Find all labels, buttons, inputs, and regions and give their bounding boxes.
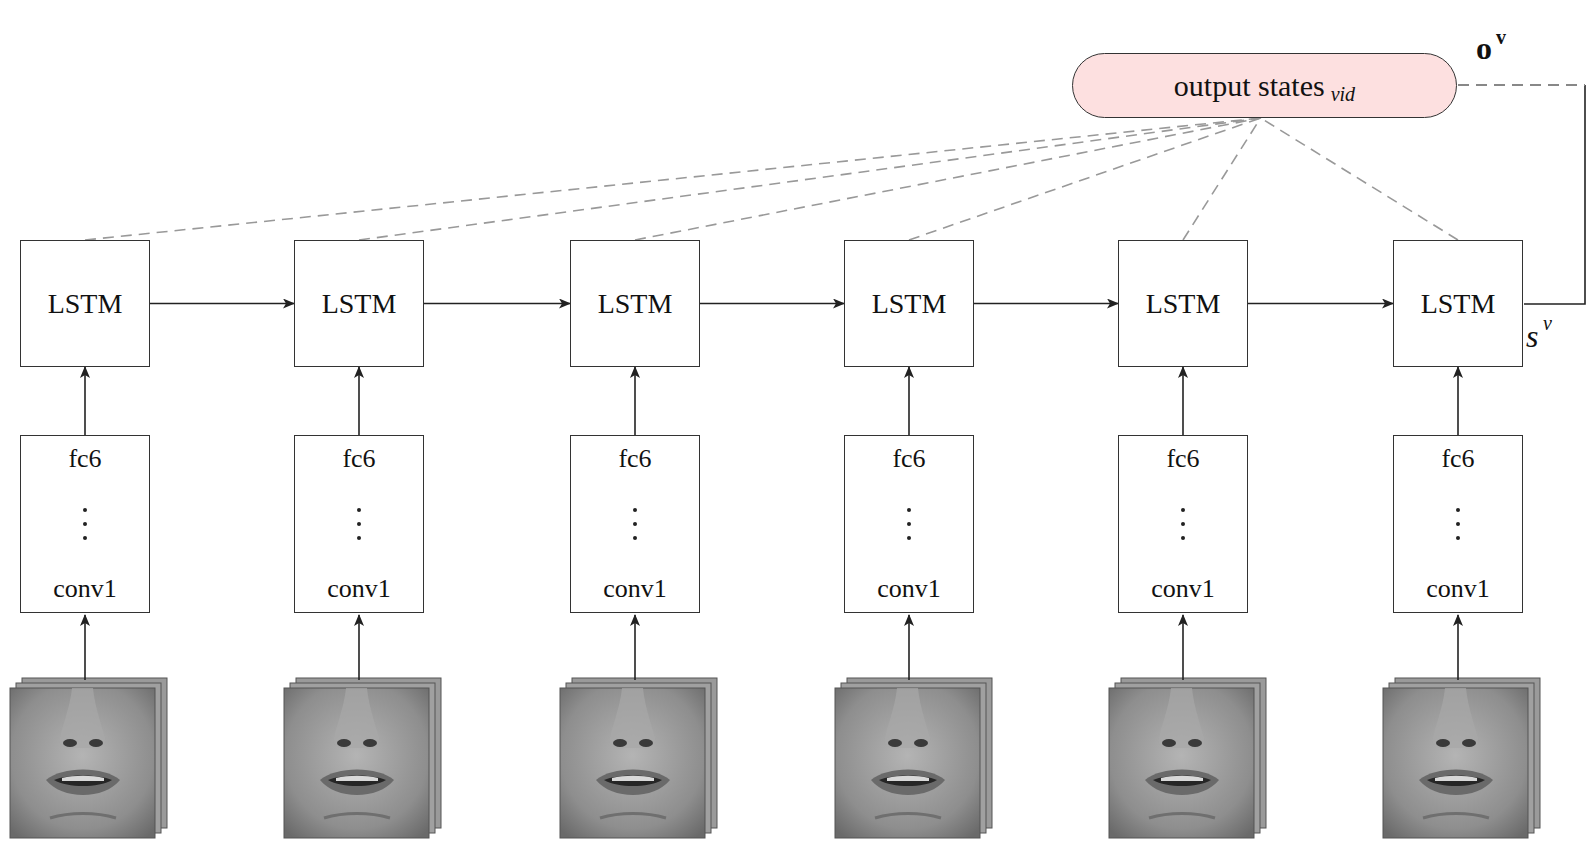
flow-arrow bbox=[974, 303, 1118, 305]
lip-frame bbox=[10, 678, 167, 838]
layer-name: conv1 bbox=[53, 574, 117, 604]
lstm-cell: LSTM bbox=[1118, 240, 1248, 367]
lstm-cell: LSTM bbox=[294, 240, 424, 367]
lip-frame bbox=[284, 678, 441, 838]
lip-frame bbox=[835, 678, 992, 838]
layer-name: conv1 bbox=[327, 574, 391, 604]
signal-name: o bbox=[1476, 30, 1492, 67]
superscript: v bbox=[1543, 312, 1552, 335]
dot bbox=[1456, 536, 1460, 540]
dot bbox=[633, 536, 637, 540]
ellipsis-dots bbox=[633, 508, 637, 540]
flow-arrow bbox=[84, 367, 86, 435]
ellipsis-dots bbox=[357, 508, 361, 540]
flow-arrow bbox=[1182, 367, 1184, 435]
layer-name: conv1 bbox=[1426, 574, 1490, 604]
output-states-box: output states vid bbox=[1072, 53, 1457, 118]
node-label: output states bbox=[1174, 69, 1325, 103]
lstm-cell: LSTM bbox=[20, 240, 150, 367]
flow-arrow bbox=[1457, 367, 1459, 435]
cnn-box: fc6 conv1 bbox=[20, 435, 150, 613]
cnn-box: fc6 conv1 bbox=[844, 435, 974, 613]
lip-frame bbox=[1109, 678, 1266, 838]
flow-arrow bbox=[358, 367, 360, 435]
lip-frame bbox=[560, 678, 717, 838]
dot bbox=[633, 522, 637, 526]
attention-link bbox=[85, 118, 1261, 240]
dot bbox=[633, 508, 637, 512]
ellipsis-dots bbox=[83, 508, 87, 540]
node-label: LSTM bbox=[48, 288, 123, 320]
superscript: v bbox=[1496, 26, 1506, 49]
node-label: LSTM bbox=[872, 288, 947, 320]
attention-link bbox=[909, 118, 1261, 240]
state-line bbox=[1524, 85, 1585, 304]
dot bbox=[1456, 522, 1460, 526]
layer-name: fc6 bbox=[892, 444, 925, 474]
dot bbox=[1456, 508, 1460, 512]
flow-arrow bbox=[908, 367, 910, 435]
dot bbox=[907, 522, 911, 526]
dot bbox=[357, 508, 361, 512]
attention-link bbox=[635, 118, 1261, 240]
dot bbox=[1181, 508, 1185, 512]
subscript: vid bbox=[1331, 83, 1355, 106]
dot bbox=[907, 536, 911, 540]
node-label: LSTM bbox=[1421, 288, 1496, 320]
dot bbox=[83, 508, 87, 512]
layer-name: conv1 bbox=[1151, 574, 1215, 604]
lstm-cell: LSTM bbox=[1393, 240, 1523, 367]
dot bbox=[357, 536, 361, 540]
node-label: LSTM bbox=[322, 288, 397, 320]
lstm-cell: LSTM bbox=[570, 240, 700, 367]
dot bbox=[1181, 522, 1185, 526]
layer-name: fc6 bbox=[618, 444, 651, 474]
output-line bbox=[1458, 84, 1585, 86]
flow-arrow bbox=[700, 303, 844, 305]
layer-name: fc6 bbox=[1166, 444, 1199, 474]
cnn-box: fc6 conv1 bbox=[570, 435, 700, 613]
dot bbox=[357, 522, 361, 526]
dot bbox=[907, 508, 911, 512]
layer-name: conv1 bbox=[877, 574, 941, 604]
layer-name: conv1 bbox=[603, 574, 667, 604]
flow-arrow bbox=[150, 303, 294, 305]
ellipsis-dots bbox=[1181, 508, 1185, 540]
layer-name: fc6 bbox=[342, 444, 375, 474]
dot bbox=[83, 522, 87, 526]
node-label: LSTM bbox=[1146, 288, 1221, 320]
node-label: LSTM bbox=[598, 288, 673, 320]
layer-name: fc6 bbox=[68, 444, 101, 474]
lstm-cell: LSTM bbox=[844, 240, 974, 367]
flow-arrow bbox=[424, 303, 570, 305]
attention-link bbox=[1183, 118, 1261, 240]
signal-name: s bbox=[1526, 318, 1538, 355]
cnn-box: fc6 conv1 bbox=[1393, 435, 1523, 613]
cnn-box: fc6 conv1 bbox=[294, 435, 424, 613]
cnn-box: fc6 conv1 bbox=[1118, 435, 1248, 613]
dot bbox=[83, 536, 87, 540]
flow-arrow bbox=[634, 367, 636, 435]
input-arrows bbox=[85, 615, 1458, 680]
attention-link bbox=[1261, 118, 1458, 240]
ellipsis-dots bbox=[907, 508, 911, 540]
dot bbox=[1181, 536, 1185, 540]
attention-link bbox=[359, 118, 1261, 240]
ellipsis-dots bbox=[1456, 508, 1460, 540]
flow-arrow bbox=[1248, 303, 1393, 305]
lip-frame bbox=[1383, 678, 1540, 838]
layer-name: fc6 bbox=[1441, 444, 1474, 474]
